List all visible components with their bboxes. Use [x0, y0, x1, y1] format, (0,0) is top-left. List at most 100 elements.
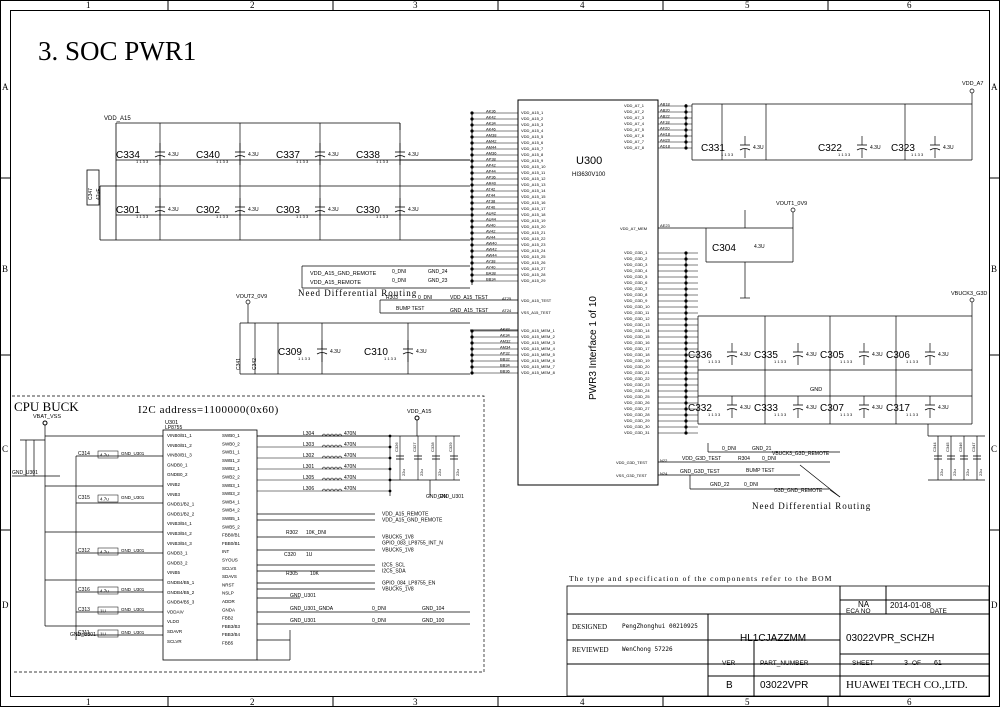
pin-label: AY40 [486, 265, 496, 270]
junction-dot [684, 299, 688, 303]
pin-net: VDD_G3D_18 [624, 352, 650, 357]
pin-net: VINB0/B1_2 [167, 443, 192, 448]
sheet-number: 3 [904, 660, 908, 667]
junction-dot [684, 365, 688, 369]
pin-net: SWB3_2 [222, 491, 240, 496]
pin-net: VDD_A15_23 [521, 242, 546, 247]
bom-note: The type and specification of the compon… [569, 574, 833, 583]
pin-net: SCLVR [167, 639, 182, 644]
pin-net: VDD_A7_1 [624, 103, 645, 108]
junction-dot [470, 177, 474, 181]
junction-dot [470, 219, 474, 223]
junction-dot [470, 267, 474, 271]
pin-net: VDD_A7_5 [624, 127, 645, 132]
cap-ref: C301 [116, 205, 140, 216]
col-label: 5 [745, 0, 750, 10]
reviewed-value: WenChong 57226 [622, 646, 673, 653]
pin-net: VDD_A15_17 [521, 206, 546, 211]
ver-value: B [726, 680, 733, 691]
net-label: VDD_A15_REMOTE [382, 512, 429, 518]
net-label: GND_22 [710, 482, 730, 488]
net-label: GND_U301 [290, 593, 316, 599]
cap-ref: C344 [932, 442, 937, 452]
pin-net: GNDB3_1 [167, 551, 188, 556]
junction-dot [470, 365, 474, 369]
cap-value: 22u [939, 469, 944, 476]
col-label: 6 [907, 0, 912, 10]
pin-net: FBB2 [222, 616, 234, 621]
inductor-ref: L303 [303, 442, 314, 448]
junction-dot [470, 347, 474, 351]
row-label: D [2, 600, 9, 610]
junction-dot [684, 359, 688, 363]
net-label: GPIO_083_LP8755_INT_N [382, 541, 443, 547]
pin-label: AH20 [660, 138, 671, 143]
cap-value: 22u [437, 469, 442, 476]
net-label: GND_21 [752, 446, 772, 452]
junction-dot [684, 110, 688, 114]
cap-ref: C310 [364, 347, 388, 358]
pin-net: VDD_G3D_25 [624, 394, 650, 399]
pin-label: BB32 [500, 357, 511, 362]
cap-value: 4.3U [416, 349, 427, 355]
pin-net: VDD_G3D_TEST [616, 460, 648, 465]
pin-label: AP36 [486, 175, 497, 180]
cap-ref: C345 [945, 442, 950, 452]
junction-dot [470, 135, 474, 139]
pin-number: 1 1 3 3 [721, 152, 734, 157]
net-label: GND_U301 [121, 607, 145, 612]
pin-net: SWB4_2 [222, 508, 240, 513]
pin-label: AV44 [486, 235, 496, 240]
junction-dot [684, 293, 688, 297]
pin-net: VINB5 [167, 570, 181, 575]
pin-label: AB22 [660, 114, 671, 119]
pin-net: VDD_A15_MEM_4 [521, 346, 556, 351]
pin-label: AM44 [486, 145, 497, 150]
pin-net: GNDB4/B5_3 [167, 600, 195, 605]
pin-net: VINB2 [167, 482, 181, 487]
pin-number: 1 1 3 3 [376, 159, 389, 164]
cap-value: 4.3U [938, 405, 949, 411]
cap-ref: C311 [78, 630, 90, 636]
pin-number: 1 1 3 3 [136, 159, 149, 164]
pin-net: VDD_G3D_31 [624, 430, 650, 435]
res-value: 10K [310, 571, 320, 577]
u300-chip: U300 HI3630V100 PWR3 Interface 1 of 10 A… [470, 99, 698, 486]
junction-dot [470, 335, 474, 339]
cap-value: 4.3U [872, 352, 883, 358]
col-label: 4 [580, 697, 585, 707]
pin-label: AM34 [500, 345, 511, 350]
cap-ref: C338 [356, 150, 380, 161]
pin-label: BB34 [500, 363, 511, 368]
cap-ref: C309 [278, 347, 302, 358]
cap-value: 1U [100, 632, 106, 637]
junction-dot [684, 335, 688, 339]
junction-dot [470, 141, 474, 145]
pin-net: VDD_A7_4 [624, 121, 645, 126]
res-value: 0_DNI [392, 278, 406, 284]
pin-net: VLDO [167, 619, 180, 624]
junction-dot [684, 257, 688, 261]
pin-number: 1 1 3 3 [136, 214, 149, 219]
cap-ref: C347 [971, 442, 976, 452]
pin-label: AU44 [486, 217, 497, 222]
net-label: VBUCK5_1V8 [382, 535, 414, 541]
row-label: B [991, 264, 997, 274]
annotation: Need Differential Routing [298, 288, 417, 298]
cap-value: 4.3U [938, 352, 949, 358]
inductor-ref: L301 [303, 464, 314, 470]
pin-number: 1 1 3 3 [840, 412, 853, 417]
a15-routing: VDD_A15_GND_REMOTE VDD_A15_REMOTE 0_DNI … [298, 265, 518, 314]
eca-label: ECA NO [846, 608, 871, 615]
pin-net: VDD_A15_MEM_7 [521, 364, 556, 369]
junction-dot [684, 347, 688, 351]
pin-net: VDDAIV [167, 609, 184, 614]
